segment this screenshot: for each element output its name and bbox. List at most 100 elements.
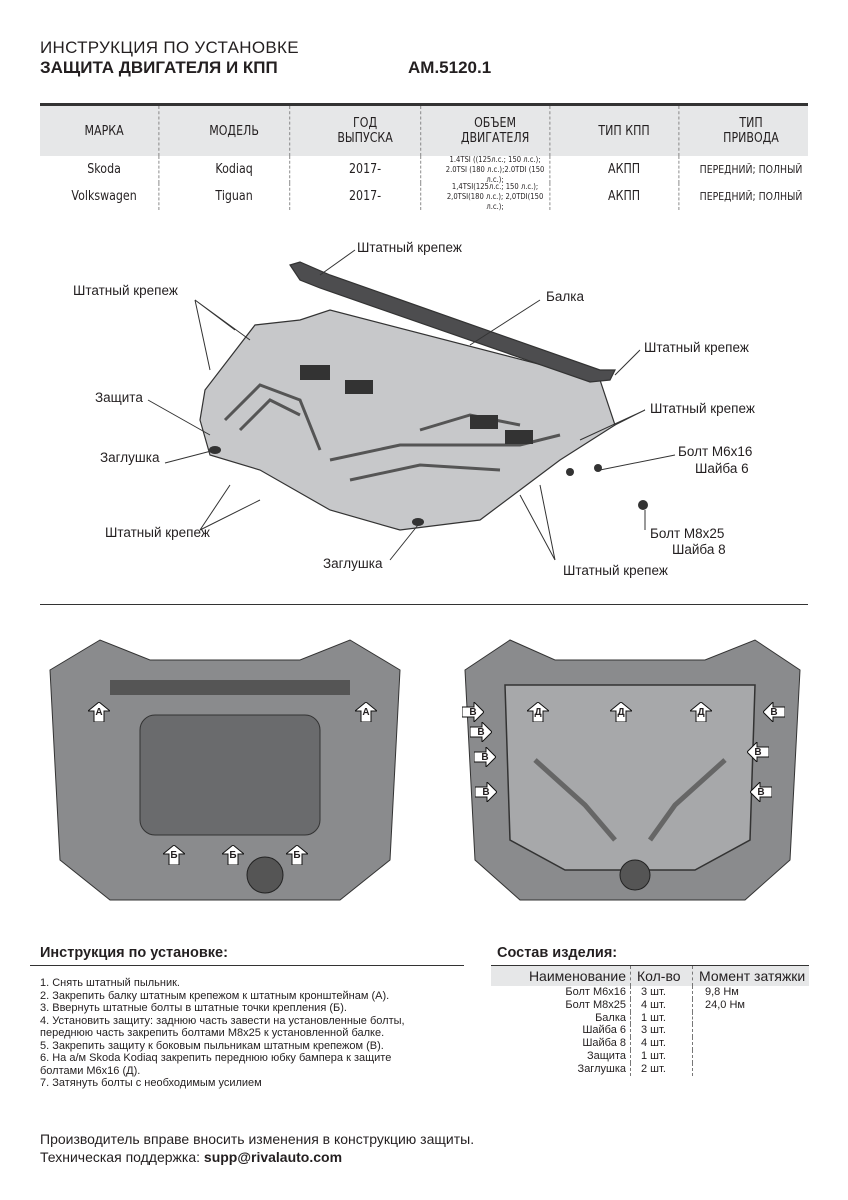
spec-header-row: МАРКА МОДЕЛЬ ГОД ВЫПУСКА ОБЪЕМ ДВИГАТЕЛЯ… <box>40 103 808 156</box>
divider <box>30 965 464 966</box>
step: 4. Установить защиту: заднюю часть завес… <box>40 1014 405 1027</box>
part-name: Шайба 8 <box>491 1037 631 1050</box>
col-brand: МАРКА <box>50 106 160 156</box>
year: 2017- <box>310 156 422 183</box>
step: 6. На а/м Skoda Kodiaq закрепить передню… <box>40 1052 392 1064</box>
photo-beam-installation <box>49 639 401 901</box>
col-gearbox: ТИП КПП <box>570 106 680 156</box>
spec-row: Skoda Kodiaq 2017- 1.4TSI ((125л.с.; 150… <box>40 155 808 184</box>
divider <box>40 604 808 605</box>
part-qty: 3 шт. <box>631 986 693 999</box>
photo-guard-installed <box>464 639 801 901</box>
part-name: Защита <box>491 1049 631 1063</box>
arrow-marker-v: В <box>470 722 492 742</box>
label-beam: Балка <box>546 289 584 304</box>
part-name: Заглушка <box>491 1062 631 1076</box>
disclaimer: Производитель вправе вносить изменения в… <box>40 1131 475 1147</box>
parts-header: Наименование Кол-во Момент затяжки <box>491 965 809 986</box>
title-line2: ЗАЩИТА ДВИГАТЕЛЯ И КПП <box>40 58 278 77</box>
part-torque <box>693 1063 705 1076</box>
support-email[interactable]: supp@rivalauto.com <box>203 1149 343 1165</box>
part-torque <box>693 1024 705 1037</box>
col-year: ГОД ВЫПУСКА <box>310 106 422 156</box>
part-name: Шайба 6 <box>491 1024 631 1038</box>
label-guard: Защита <box>95 390 143 405</box>
label-fastener-bottom-right: Штатный крепеж <box>563 563 668 578</box>
arrow-marker-b: Б <box>286 845 308 865</box>
arrow-marker-v: В <box>763 702 785 722</box>
part-qty: 4 шт. <box>631 1037 693 1050</box>
spec-row: Volkswagen Tiguan 2017- 1,4TSI(125л.с.; … <box>40 182 808 211</box>
step: 1. Снять штатный пыльник. <box>40 977 180 989</box>
title-line1: ИНСТРУКЦИЯ ПО УСТАНОВКЕ <box>40 38 299 57</box>
label-fastener-right1: Штатный крепеж <box>644 340 749 355</box>
part-qty: 3 шт. <box>631 1024 693 1038</box>
instruction-steps: 1. Снять штатный пыльник. 2. Закрепить б… <box>40 977 405 1090</box>
col-torque: Момент затяжки <box>699 968 806 984</box>
arrow-marker-d: Д <box>690 702 712 722</box>
arrow-marker-a: А <box>88 702 110 722</box>
footer: Производитель вправе вносить изменения в… <box>40 1130 474 1166</box>
model: Tiguan <box>179 183 291 210</box>
part-qty: 1 шт. <box>631 1049 693 1063</box>
article-number: AM.5120.1 <box>408 58 492 77</box>
step: болтами М6х16 (Д). <box>40 1064 141 1077</box>
support-label: Техническая поддержка: <box>40 1149 204 1165</box>
parts-table: Наименование Кол-во Момент затяжки Болт … <box>491 965 809 1076</box>
arrow-marker-d: Д <box>527 702 549 722</box>
step: 5. Закрепить защиту к боковым пыльникам … <box>40 1039 384 1052</box>
col-name: Наименование <box>491 966 631 986</box>
part-torque: 9,8 Нм <box>705 986 739 998</box>
instructions-title: Инструкция по установке: <box>40 945 228 961</box>
part-qty: 4 шт. <box>631 998 693 1012</box>
part-qty: 2 шт. <box>631 1062 693 1076</box>
label-plug-bottom: Заглушка <box>323 556 383 571</box>
label-plug-left: Заглушка <box>100 450 160 465</box>
step: 7. Затянуть болты с необходимым усилием <box>40 1077 262 1089</box>
gearbox: АКПП <box>570 156 680 183</box>
col-model: МОДЕЛЬ <box>179 106 291 156</box>
col-engine: ОБЪЕМ ДВИГАТЕЛЯ <box>441 106 551 156</box>
part-torque <box>693 1037 705 1050</box>
arrow-marker-a: А <box>355 702 377 722</box>
engine: 1.4TSI ((125л.с.; 150 л.с.);2.0TSI (180 … <box>441 155 551 184</box>
col-drive: ТИП ПРИВОДА <box>723 116 779 146</box>
skid-plate-shape <box>199 309 616 531</box>
model: Kodiaq <box>179 156 291 183</box>
label-bolt-m6: Болт М6х16 <box>678 444 753 459</box>
part-name: Балка <box>491 1011 631 1025</box>
drive: ПЕРЕДНИЙ; ПОЛНЫЙ <box>699 190 803 203</box>
part-qty: 1 шт. <box>631 1011 693 1025</box>
label-washer6: Шайба 6 <box>695 461 749 476</box>
part-torque: 24,0 Нм <box>705 998 745 1011</box>
arrow-marker-d: Д <box>610 702 632 722</box>
arrow-marker-v: В <box>750 782 772 802</box>
arrow-marker-v: В <box>475 782 497 802</box>
arrow-marker-v: В <box>462 702 484 722</box>
label-fastener-right2: Штатный крепеж <box>650 401 755 416</box>
part-name: Болт М8х25 <box>491 998 631 1012</box>
label-fastener-top: Штатный крепеж <box>357 240 462 255</box>
arrow-marker-b: Б <box>163 845 185 865</box>
label-fastener-bottom-left: Штатный крепеж <box>105 525 210 540</box>
step: переднюю часть закрепить болтами М8х25 к… <box>40 1027 385 1039</box>
step: 3. Ввернуть штатные болты в штатные точк… <box>40 1002 347 1014</box>
drive: ПЕРЕДНИЙ; ПОЛНЫЙ <box>699 163 803 176</box>
parts-title: Состав изделия: <box>497 945 618 961</box>
arrow-marker-v: В <box>747 742 769 762</box>
year: 2017- <box>310 183 422 210</box>
arrow-marker-v: В <box>474 747 496 767</box>
guard-exploded-diagram <box>147 249 676 561</box>
engine: 1,4TSI(125л.с.; 150 л.с.);2,0TSI(180 л.с… <box>441 182 551 211</box>
arrow-marker-b: Б <box>222 845 244 865</box>
label-washer8: Шайба 8 <box>672 542 726 557</box>
label-bolt-m8: Болт М8х25 <box>650 526 725 541</box>
label-fastener-left: Штатный крепеж <box>73 283 178 298</box>
